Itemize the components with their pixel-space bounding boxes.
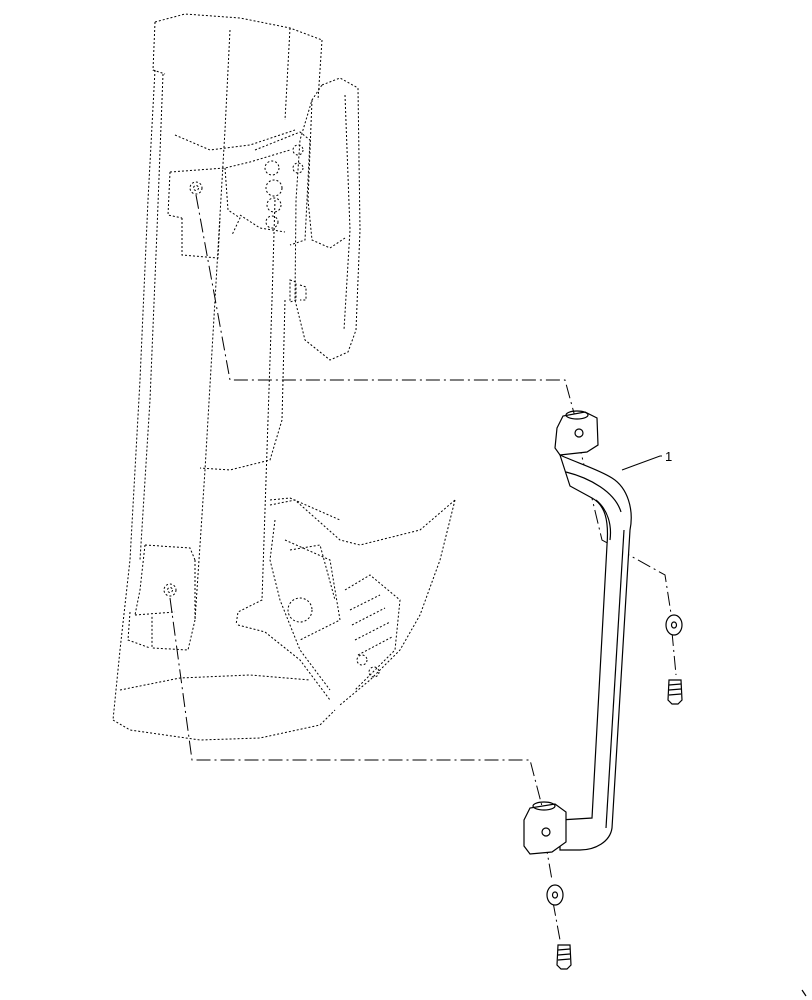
callout-1: 1 [621,449,672,471]
cab-pillar [112,13,341,741]
lower-mount-bracket [127,544,196,651]
upper-fastener [665,614,683,705]
corner-mark [801,989,807,997]
lower-bolt [556,944,572,970]
cab-display-monitor [289,77,361,361]
lower-console [269,499,456,706]
lower-fastener [546,884,572,970]
upper-washer [665,614,683,636]
upper-bolt [667,679,683,705]
lower-washer [546,884,564,906]
callout-1-leader [621,455,662,471]
callout-1-label: 1 [665,449,672,464]
upper-mount-bracket [167,131,311,259]
grab-handle [523,410,632,855]
